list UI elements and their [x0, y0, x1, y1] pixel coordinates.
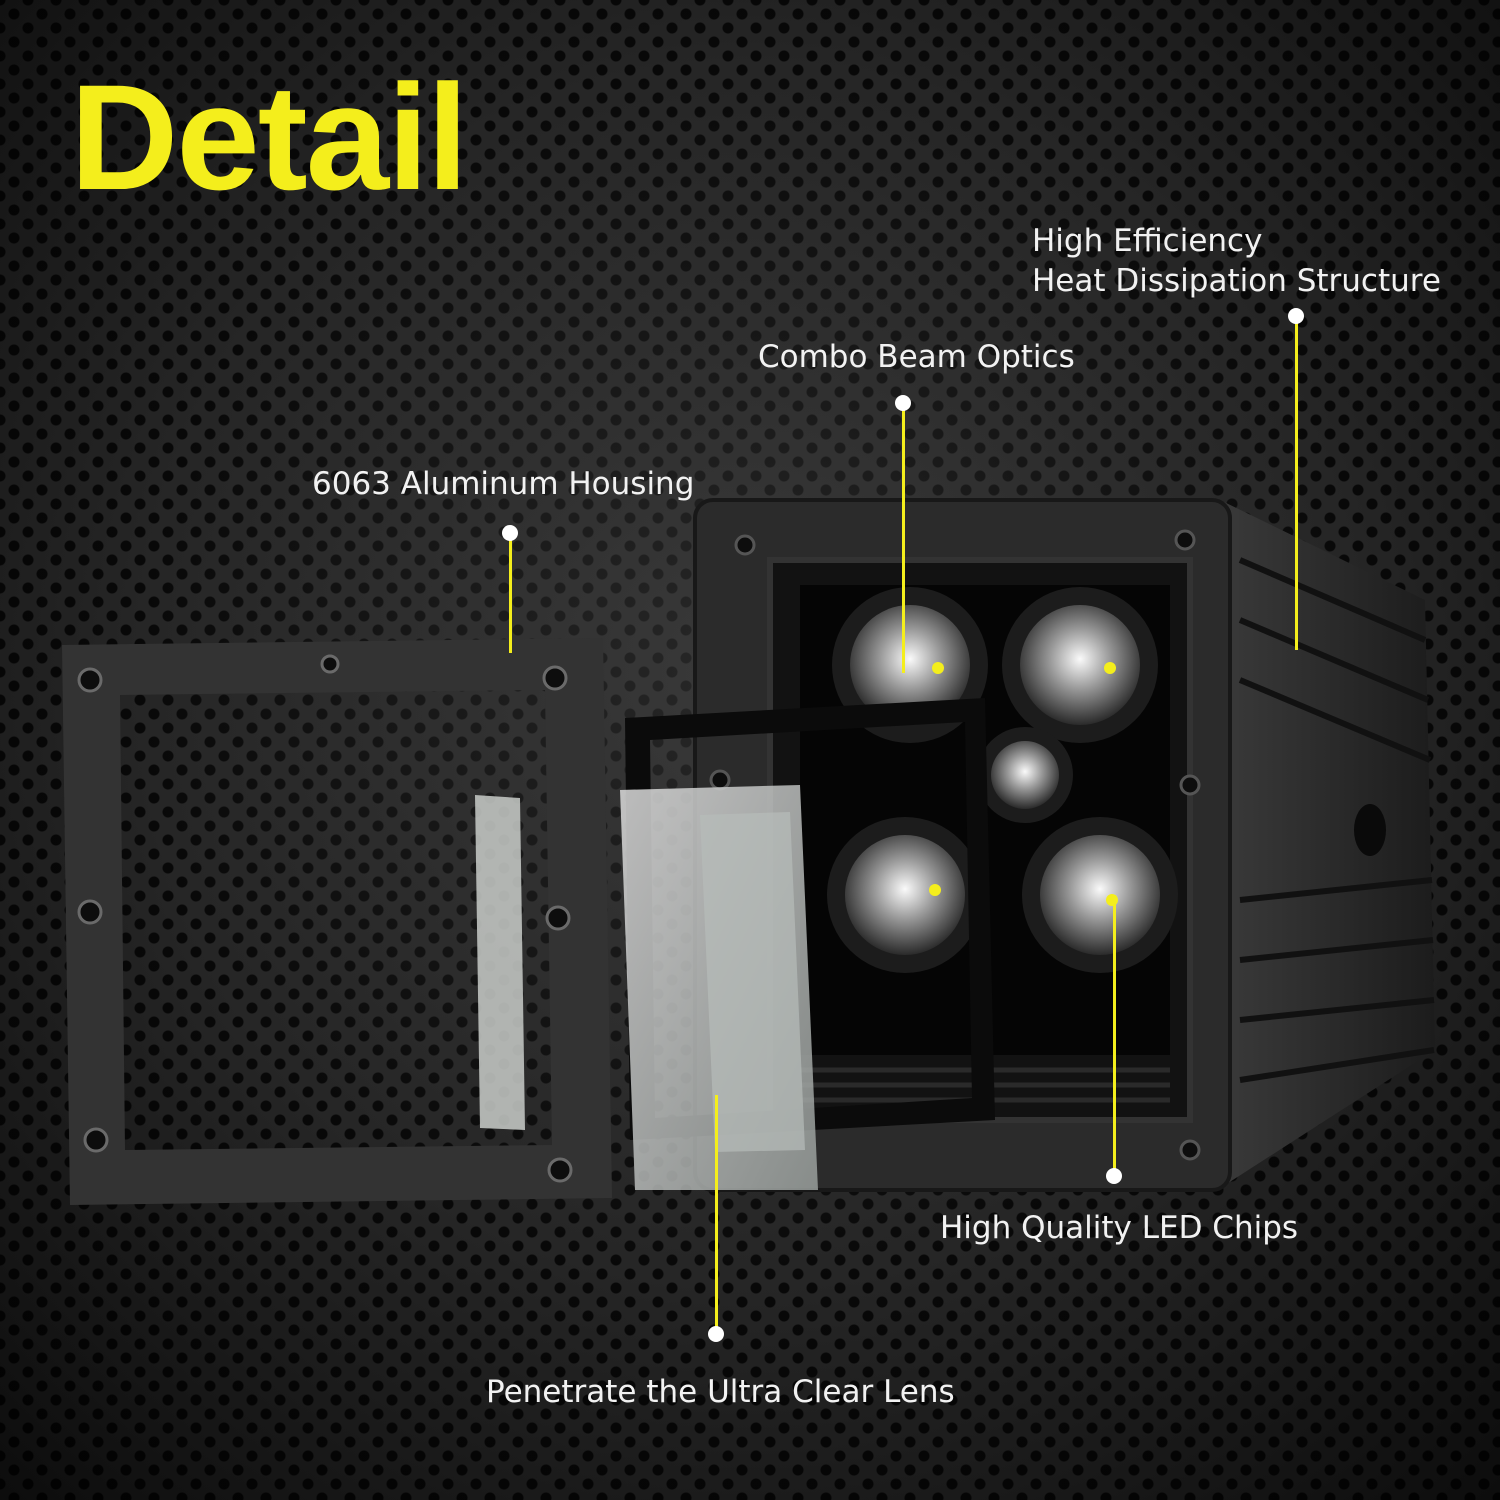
lens-label: Penetrate the Ultra Clear Lens [486, 1374, 955, 1410]
chips-marker-dot [1106, 1168, 1122, 1184]
optics-marker-dot [895, 395, 911, 411]
housing-marker-dot [502, 525, 518, 541]
heat-dissipation-label: High Efficiency Heat Dissipation Structu… [1032, 221, 1441, 301]
housing-leader-line [509, 535, 512, 653]
heat-marker-dot [1288, 308, 1304, 324]
led-reflectors [827, 587, 1178, 973]
heat-leader-line [1295, 318, 1298, 650]
lens-leader-line [715, 1095, 718, 1333]
optics-label: Combo Beam Optics [758, 339, 1075, 375]
chips-label: High Quality LED Chips [940, 1210, 1299, 1246]
heat-label-line-2: Heat Dissipation Structure [1032, 263, 1441, 299]
clear-lens-panel [620, 785, 818, 1190]
housing-label: 6063 Aluminum Housing [312, 466, 695, 502]
chips-leader-line [1113, 895, 1116, 1175]
page-title: Detail [70, 53, 468, 221]
lens-marker-dot [708, 1326, 724, 1342]
front-bezel-frame [62, 638, 612, 1205]
heat-label-line-1: High Efficiency [1032, 223, 1263, 259]
optics-leader-line [902, 405, 905, 673]
